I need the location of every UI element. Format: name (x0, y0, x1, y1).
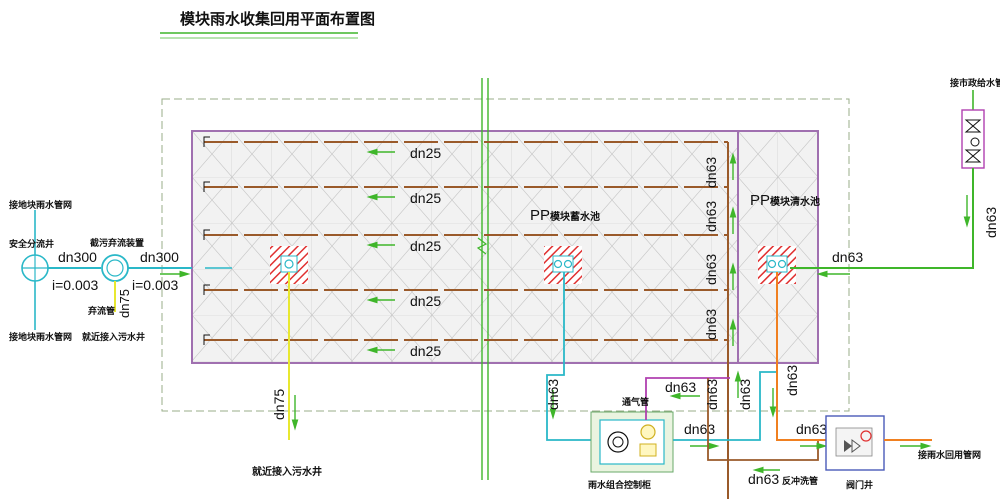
connect-rain-top-label: 接地块雨水管网 (9, 199, 72, 211)
dn63-label-vent: dn63 (665, 379, 696, 395)
dn25-label: dn25 (410, 293, 441, 309)
clear-pool-label: 模块清水池 (770, 195, 820, 208)
suction-pipe-cyan (546, 272, 605, 441)
dn63-label-bottom-left: dn63 (545, 379, 561, 410)
dn63-label-connect: dn63 (684, 421, 715, 437)
control-cabinet-label: 雨水组合控制柜 (588, 479, 651, 491)
dirt-device-label: 截污弃流装置 (90, 237, 144, 249)
dn25-label: dn25 (410, 145, 441, 161)
dn25-label: dn25 (410, 190, 441, 206)
dn63-label-v2: dn63 (703, 201, 719, 232)
dn63-label-municipal: dn63 (983, 207, 999, 238)
site-boundary (161, 98, 850, 412)
pipe-end-cap (203, 334, 210, 345)
valve-well-label: 阀门井 (846, 479, 873, 491)
dn63-label-mid2: dn63 (737, 379, 753, 410)
dn63-label-valve: dn63 (796, 421, 827, 437)
pp-label-storage: PP (530, 207, 550, 224)
dn63-label-v1: dn63 (703, 157, 719, 188)
pipe-end-cap (203, 284, 210, 295)
dn75-label-short: dn75 (117, 289, 132, 318)
dn300-label-right: dn300 (140, 249, 179, 265)
control-cabinet (590, 411, 674, 473)
near-sewer-bottom-label: 就近接入污水井 (252, 465, 322, 478)
safety-well-label: 安全分流井 (9, 238, 54, 250)
pipe-end-cap (203, 136, 210, 147)
pump-pit-2 (544, 246, 582, 284)
dn63-label-mid1: dn63 (704, 379, 720, 410)
drawing-title: 模块雨水收集回用平面布置图 (180, 10, 375, 28)
dn63-label-right: dn63 (832, 249, 863, 265)
pump-pit-3 (758, 246, 796, 284)
dn63-label-v3: dn63 (703, 254, 719, 285)
slope-label-left: i=0.003 (52, 277, 99, 293)
dn63-label-backwash: dn63 (748, 471, 779, 487)
slope-label-right: i=0.003 (132, 277, 179, 293)
municipal-pipe (818, 168, 974, 269)
dn75-label-long: dn75 (271, 389, 287, 420)
municipal-supply-label: 接市政给水管网 (950, 77, 1000, 89)
supply-pipe-cyan (673, 371, 778, 441)
storage-pool-label: 模块蓄水池 (550, 210, 600, 223)
valve-well (825, 415, 885, 471)
connect-rain-bottom-label: 接地块雨水管网 (9, 331, 72, 343)
safety-well-icon (21, 254, 49, 282)
vent-pipe-label: 通气管 (622, 396, 649, 408)
pipe-end-cap (203, 181, 210, 192)
meter-icon (961, 109, 985, 169)
dn25-label: dn25 (410, 238, 441, 254)
pool-border (191, 130, 819, 364)
pipe-end-cap (203, 229, 210, 240)
discard-pipe-label: 弃流管 (88, 305, 115, 317)
dn300-label-left: dn300 (58, 249, 97, 265)
near-sewer-left-label: 就近接入污水井 (82, 331, 145, 343)
dn63-label-orange: dn63 (784, 365, 800, 396)
reuse-network-label: 接雨水回用管网 (918, 449, 981, 461)
dn63-label-v4: dn63 (703, 309, 719, 340)
reuse-pipe-orange (776, 272, 838, 441)
dn25-pipes: dn25 dn25 dn25 dn25 dn25 (203, 136, 728, 359)
backwash-pipe-label: 反冲洗管 (782, 475, 818, 487)
vent-pipe-purple (645, 377, 730, 420)
break-line (476, 78, 489, 480)
pp-label-clear: PP (750, 192, 770, 209)
dn25-label: dn25 (410, 343, 441, 359)
dirt-device-icon (101, 254, 129, 282)
